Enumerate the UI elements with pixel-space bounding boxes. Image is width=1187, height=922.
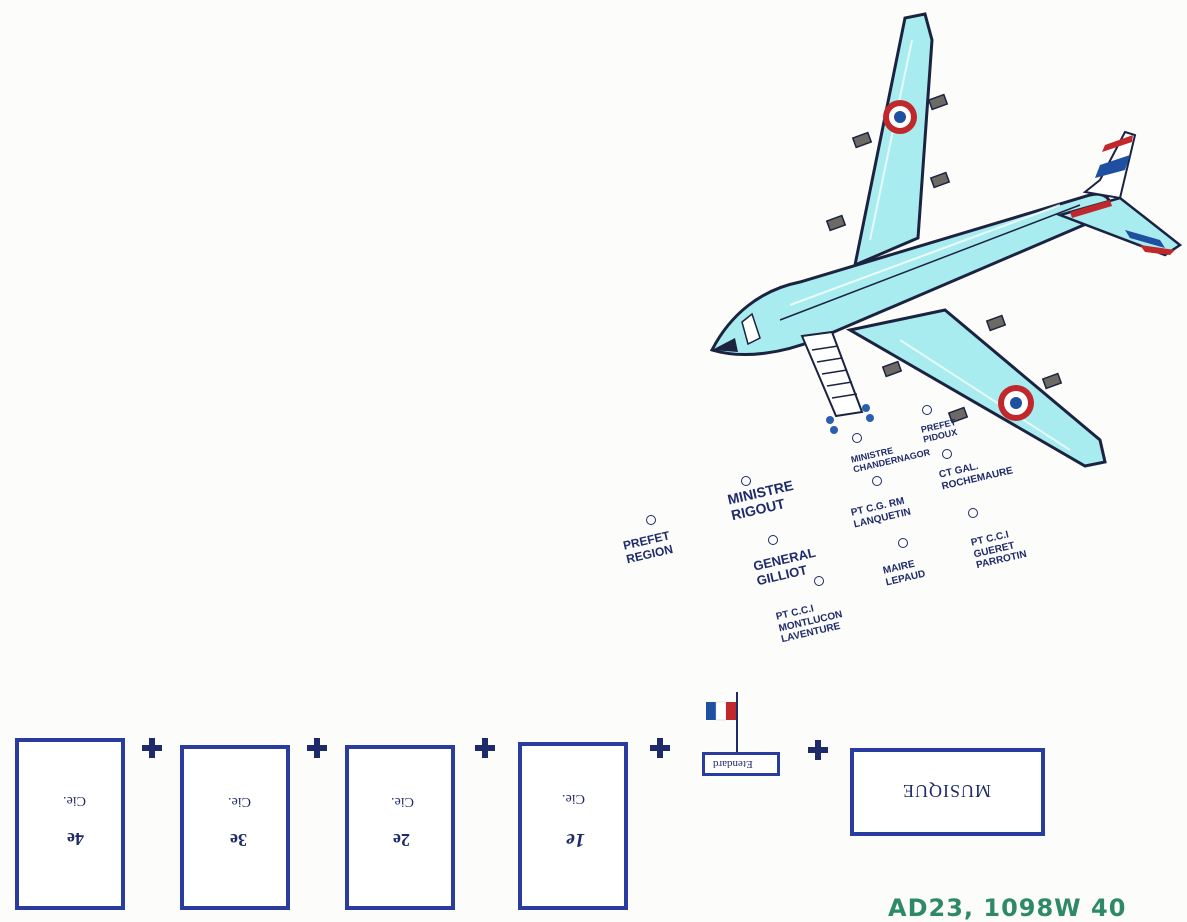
company-box-3: Cie. 3e [180,745,290,910]
roundel-lower [998,385,1034,421]
company-box-2: Cie. 2e [345,745,455,910]
position-marker [872,476,882,486]
standard-box: Etendard [702,752,780,776]
plus-icon [307,738,327,758]
position-marker [814,576,824,586]
music-box: MUSIQUE [850,748,1045,836]
plus-icon [142,738,162,758]
plus-icon [650,738,670,758]
standard-label: Etendard [713,758,753,770]
company-number: 2e [393,829,410,850]
boarding-stairs [802,332,874,434]
plus-icon [808,740,828,760]
archive-reference: AD23, 1098W 40 [888,894,1126,922]
position-marker [646,515,656,525]
company-label: Cie. [228,793,251,809]
company-number: 3e [230,829,247,850]
position-marker [942,449,952,459]
roundel-upper [883,100,917,134]
plus-icon [475,738,495,758]
position-marker [968,508,978,518]
lower-wing [850,310,1105,466]
company-label: Cie. [391,793,414,809]
position-marker [741,476,751,486]
position-marker [852,433,862,443]
music-label: MUSIQUE [902,780,991,801]
company-label: Cie. [63,792,86,808]
company-number: 1e [566,828,585,851]
company-label: Cie. [562,790,585,806]
position-marker [898,538,908,548]
french-flag-icon [700,690,750,760]
company-box-4: Cie. 4e [15,738,125,910]
position-marker [922,405,932,415]
position-marker [768,535,778,545]
tail [1060,132,1180,255]
company-number: 4e [67,828,84,849]
company-box-1: Cie. 1e [518,742,628,910]
